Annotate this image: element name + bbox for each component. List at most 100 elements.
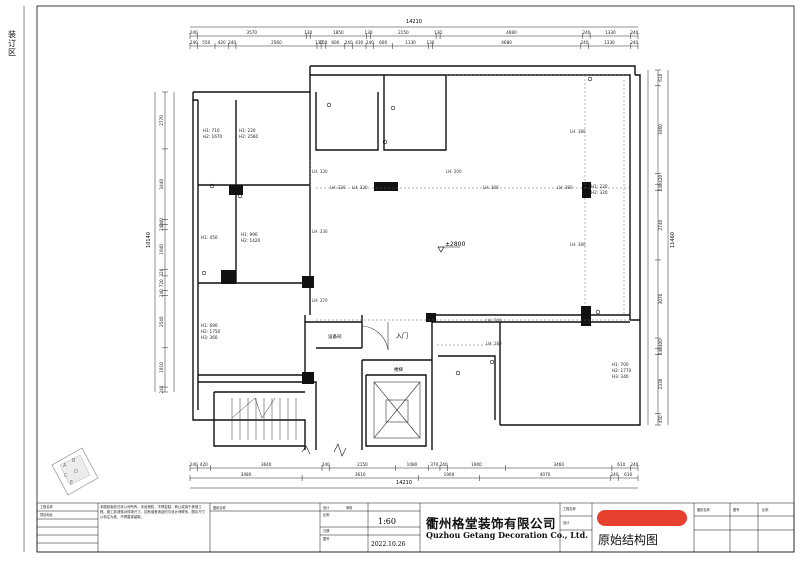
lh-label: LH: 330 — [352, 185, 368, 190]
svg-text:E: E — [70, 480, 73, 486]
stair-label-text: 楼梯 — [394, 366, 403, 373]
columns — [221, 182, 591, 384]
room-note-text: H1: 690 — [201, 323, 218, 328]
dim-label: 3610 — [355, 472, 366, 477]
svg-text:D: D — [74, 469, 78, 475]
dim-label: 240 — [610, 472, 618, 477]
dim-label: 240 — [630, 462, 638, 467]
lh-label: LH: 200 — [446, 169, 462, 174]
dimension-ticks — [162, 33, 661, 481]
dim-label: 240 — [190, 40, 198, 45]
dim-label: 130 — [315, 40, 323, 45]
right-total-text: 11460 — [670, 232, 676, 248]
dim-label: 610 — [658, 73, 663, 81]
room-note-text: H1: 220 — [239, 128, 256, 133]
elevator-shaft — [373, 381, 421, 439]
title-block-notes: 本图纸版权归本公司所有，未经授权，不得复制、转让或用于其他工程。施工前请核对现场… — [100, 505, 206, 520]
dim-label: 240 — [228, 40, 236, 45]
room-note-text: H3: 340 — [612, 374, 629, 379]
stair — [231, 397, 297, 440]
room-note-text: H1: 450 — [201, 235, 218, 240]
lh-label: LH: 380 — [570, 129, 586, 134]
dim-label: 3480 — [241, 472, 252, 477]
room-note-text: H3: 360 — [201, 335, 218, 340]
room-note-text: H2: 1420 — [241, 238, 261, 243]
dim-label: 370 — [430, 462, 438, 467]
lh-label: LH: 270 — [312, 298, 328, 303]
dim-label: 600 — [331, 40, 339, 45]
dim-label: 610 — [624, 472, 632, 477]
title-block — [36, 502, 795, 553]
company-name-cn: 衢州格堂装饰有限公司 — [426, 516, 557, 531]
dim-label: 420 — [658, 175, 663, 183]
dim-label: 320 — [159, 268, 164, 276]
dim-label: 4680 — [501, 40, 512, 45]
dim-label: 130 — [426, 40, 434, 45]
dim-label: 2150 — [357, 462, 368, 467]
dim-label: 240 — [658, 347, 663, 355]
dim-label: 4680 — [506, 30, 517, 35]
left-total-text: 10140 — [146, 232, 152, 248]
svg-text:日期: 日期 — [323, 528, 329, 533]
dim-label: 4070 — [540, 472, 551, 477]
dim-label: 1850 — [333, 30, 344, 35]
room-note-text: H1: 700 — [612, 362, 629, 367]
dim-label: 2540 — [159, 316, 164, 327]
dim-label: 600 — [379, 40, 387, 45]
dim-label: 400 — [658, 339, 663, 347]
dim-label: 2770 — [159, 115, 164, 126]
overall-width-bottom-text: 14210 — [396, 480, 412, 486]
dim-label: 1910 — [159, 362, 164, 373]
company-name-en: Quzhou Getang Decoration Co., Ltd. — [426, 530, 588, 540]
dim-label: 2150 — [398, 30, 409, 35]
svg-text:审核: 审核 — [346, 505, 353, 510]
dim-label: 240 — [440, 462, 448, 467]
lh-label: LH: 330 — [312, 229, 328, 234]
svg-text:项目地址: 项目地址 — [40, 512, 54, 517]
dim-label: 130 — [304, 30, 312, 35]
dim-label: 3440 — [159, 179, 164, 190]
dim-label: 720 — [159, 279, 164, 287]
beam-lines — [309, 74, 630, 346]
dim-label: 240 — [159, 289, 164, 297]
svg-text:比例: 比例 — [323, 512, 329, 517]
floor-plan — [192, 65, 641, 450]
svg-text:设计: 设计 — [563, 520, 570, 525]
entrance-door — [361, 322, 389, 351]
svg-text:比例: 比例 — [762, 507, 768, 512]
dim-label: 420 — [218, 40, 226, 45]
room-note-text: H1: 710 — [203, 128, 220, 133]
dim-label: 1330 — [604, 40, 615, 45]
dim-label: 240 — [159, 218, 164, 226]
dim-label: 240 — [630, 30, 638, 35]
dim-label: 1900 — [471, 462, 482, 467]
date-text: 2022.10.26 — [371, 541, 406, 548]
pipe-markers — [201, 76, 601, 376]
dim-label: 1330 — [605, 30, 616, 35]
elevation-text: ±2800 — [445, 241, 465, 248]
binding-area-label: 装订区 — [8, 30, 16, 57]
dim-label: 550 — [202, 40, 210, 45]
dim-label: 240 — [159, 385, 164, 393]
svg-text:图号: 图号 — [733, 507, 739, 512]
dim-label: 240 — [190, 30, 198, 35]
dim-label: 240 — [159, 223, 164, 231]
room-note-text: H2: 1670 — [203, 134, 223, 139]
svg-text:C: C — [64, 473, 68, 479]
room-note-text: H2: 1770 — [612, 368, 632, 373]
room-note-text: H2: 320 — [591, 190, 608, 195]
dim-label: 240 — [630, 40, 638, 45]
dim-label: 3640 — [261, 462, 272, 467]
entrance-text: 入门 — [396, 332, 408, 340]
dim-label: 240 — [190, 462, 198, 467]
dim-label: 1130 — [405, 40, 416, 45]
dim-label: 420 — [200, 462, 208, 467]
dim-label: 3070 — [658, 293, 663, 304]
dim-label: 150 — [319, 40, 327, 45]
